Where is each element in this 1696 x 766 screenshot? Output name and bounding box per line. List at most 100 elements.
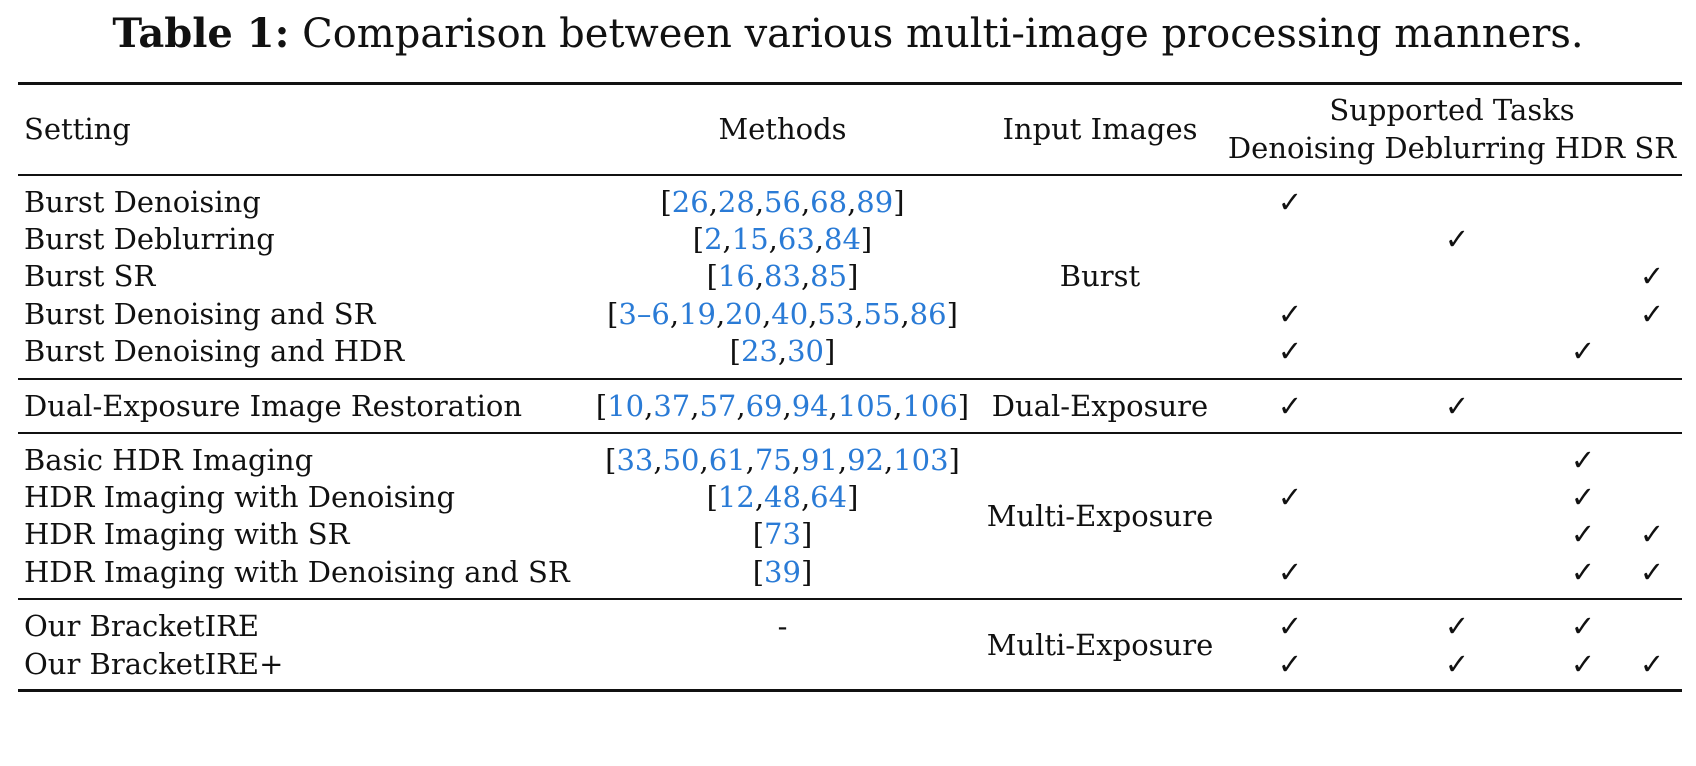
citation-link[interactable]: 75	[754, 443, 792, 477]
citation-link[interactable]: 57	[699, 389, 737, 423]
row-setting: HDR Imaging with SR	[24, 517, 350, 551]
citation-link[interactable]: 61	[708, 443, 746, 477]
citation-link[interactable]: 103	[893, 443, 949, 477]
row-setting: Burst Denoising and HDR	[24, 334, 405, 368]
citation-link[interactable]: 26	[671, 185, 709, 219]
check-deblurring-icon: ✓	[1444, 389, 1470, 423]
group-input-images: Dual-Exposure	[991, 389, 1209, 423]
row-methods: [39]	[752, 555, 813, 589]
check-hdr-icon: ✓	[1570, 480, 1596, 514]
citation-link[interactable]: 64	[810, 480, 848, 514]
row-methods: [26,28,56,68,89]	[660, 185, 905, 219]
check-deblurring-icon: ✓	[1444, 647, 1470, 681]
group-input-images: Burst	[1059, 259, 1141, 293]
row-setting: HDR Imaging with Denoising	[24, 480, 456, 514]
row-setting: Our BracketIRE+	[24, 647, 284, 681]
citation-link[interactable]: 91	[800, 443, 838, 477]
citation-link[interactable]: 63	[777, 222, 815, 256]
citation-link[interactable]: 12	[717, 480, 755, 514]
citation-link[interactable]: 19	[679, 297, 716, 331]
check-hdr-icon: ✓	[1570, 647, 1596, 681]
caption-text: Comparison between various multi-image p…	[302, 11, 1584, 57]
check-hdr-icon: ✓	[1570, 334, 1596, 368]
citation-link[interactable]: 86	[909, 297, 947, 331]
citation-link[interactable]: 40	[771, 297, 809, 331]
row-setting: Burst SR	[24, 259, 156, 293]
citation-link[interactable]: 30	[787, 334, 825, 368]
citation-link[interactable]: 84	[824, 222, 861, 256]
citation-link[interactable]: 28	[717, 185, 755, 219]
header-methods: Methods	[718, 112, 847, 146]
citation-link[interactable]: 106	[902, 389, 958, 423]
check-denoising-icon: ✓	[1277, 480, 1303, 514]
row-methods: [3–6,19,20,40,53,55,86]	[607, 297, 958, 331]
row-methods: [23,30]	[729, 334, 836, 368]
check-denoising-icon: ✓	[1277, 334, 1303, 368]
header-task-names: Denoising Deblurring HDR SR	[1227, 131, 1677, 165]
row-setting: Burst Denoising and SR	[24, 297, 376, 331]
citation-link[interactable]: 73	[764, 517, 801, 551]
header-supported-tasks: Supported Tasks	[1329, 93, 1575, 127]
row-setting: Burst Denoising	[24, 185, 261, 219]
group-input-images: Multi-Exposure	[986, 628, 1214, 662]
citation-link[interactable]: 56	[764, 185, 801, 219]
row-methods: [33,50,61,75,91,92,103]	[605, 443, 960, 477]
check-denoising-icon: ✓	[1277, 389, 1303, 423]
check-hdr-icon: ✓	[1570, 517, 1596, 551]
citation-link[interactable]: 53	[817, 297, 855, 331]
check-denoising-icon: ✓	[1277, 609, 1303, 643]
group-divider-1	[18, 378, 1682, 380]
citation-link[interactable]: 2	[704, 222, 723, 256]
check-sr-icon: ✓	[1639, 647, 1665, 681]
check-hdr-icon: ✓	[1570, 555, 1596, 589]
header-input-images: Input Images	[1002, 112, 1198, 146]
group-divider-2	[18, 432, 1682, 434]
check-deblurring-icon: ✓	[1444, 609, 1470, 643]
citation-link[interactable]: 68	[810, 185, 848, 219]
row-setting: Burst Deblurring	[24, 222, 275, 256]
row-methods: [12,48,64]	[706, 480, 859, 514]
citation-link[interactable]: 16	[717, 259, 755, 293]
check-sr-icon: ✓	[1639, 555, 1665, 589]
citation-link[interactable]: 83	[764, 259, 801, 293]
check-hdr-icon: ✓	[1570, 609, 1596, 643]
citation-link[interactable]: 69	[745, 389, 783, 423]
check-deblurring-icon: ✓	[1444, 222, 1470, 256]
row-methods: [73]	[752, 517, 813, 551]
table-caption: Table 1: Comparison between various mult…	[0, 8, 1696, 60]
citation-link[interactable]: 3–6	[618, 297, 670, 331]
citation-link[interactable]: 105	[837, 389, 894, 423]
row-setting: Our BracketIRE	[24, 609, 260, 643]
bottom-rule	[18, 689, 1682, 692]
citation-link[interactable]: 48	[764, 480, 801, 514]
row-setting: HDR Imaging with Denoising and SR	[24, 555, 570, 589]
check-denoising-icon: ✓	[1277, 185, 1303, 219]
header-setting: Setting	[24, 112, 131, 146]
top-rule	[18, 82, 1682, 85]
citation-link[interactable]: 50	[662, 443, 700, 477]
citation-link[interactable]: 37	[653, 389, 691, 423]
citation-link[interactable]: 23	[740, 334, 778, 368]
citation-link[interactable]: 33	[616, 443, 654, 477]
check-hdr-icon: ✓	[1570, 443, 1596, 477]
citation-link[interactable]: 55	[863, 297, 901, 331]
row-methods: [10,37,57,69,94,105,106]	[595, 389, 970, 423]
citation-link[interactable]: 92	[847, 443, 884, 477]
citation-link[interactable]: 89	[856, 185, 894, 219]
citation-link[interactable]: 15	[731, 222, 769, 256]
row-methods: -	[777, 609, 788, 643]
check-denoising-icon: ✓	[1277, 555, 1303, 589]
check-sr-icon: ✓	[1639, 259, 1665, 293]
group-input-images: Multi-Exposure	[986, 499, 1214, 533]
caption-label: Table 1:	[112, 10, 290, 57]
citation-link[interactable]: 20	[725, 297, 763, 331]
group-divider-3	[18, 598, 1682, 600]
citation-link[interactable]: 10	[607, 389, 645, 423]
citation-link[interactable]: 85	[810, 259, 848, 293]
row-methods: [16,83,85]	[706, 259, 859, 293]
check-sr-icon: ✓	[1639, 297, 1665, 331]
check-denoising-icon: ✓	[1277, 647, 1303, 681]
citation-link[interactable]: 39	[764, 555, 801, 589]
header-rule	[18, 174, 1682, 176]
citation-link[interactable]: 94	[791, 389, 829, 423]
